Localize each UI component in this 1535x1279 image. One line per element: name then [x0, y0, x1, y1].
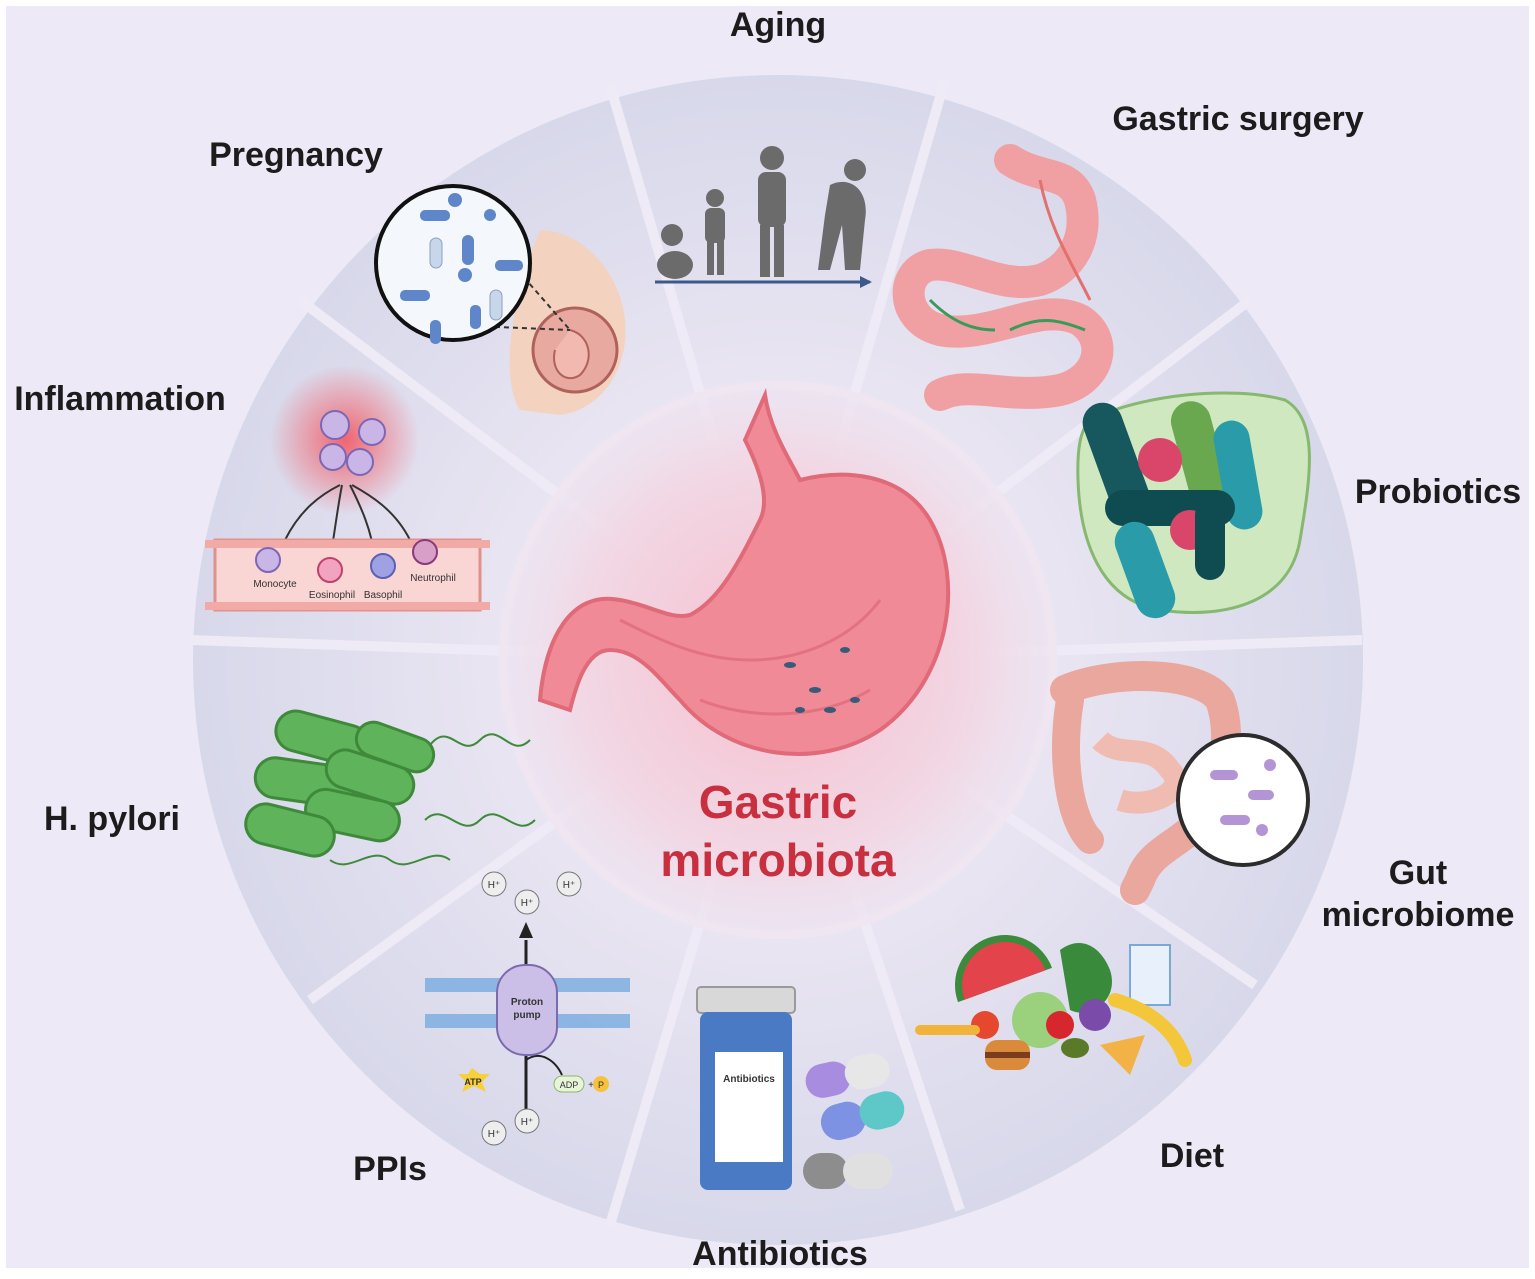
- h-ion-2: H⁺: [521, 898, 534, 909]
- label-gut-line2: microbiome: [1322, 896, 1515, 934]
- ppis-illustration: Proton pump H⁺ H⁺ H⁺ H⁺ H⁺ ATP ADP + P: [425, 871, 630, 1146]
- label-antibiotics: Antibiotics: [692, 1235, 868, 1273]
- h-ion-5: H⁺: [488, 1129, 501, 1140]
- h-ion-4: H⁺: [521, 1117, 534, 1128]
- antibiotics-illustration: Antibiotics: [696, 986, 905, 1190]
- atp-label: ATP: [464, 1077, 481, 1087]
- center-title-line1: Gastric: [699, 776, 858, 828]
- cell-basophil: Basophil: [364, 590, 402, 601]
- label-probiotics: Probiotics: [1355, 473, 1521, 511]
- gut-microbiome-illustration: [1050, 661, 1310, 905]
- label-ppis: PPIs: [353, 1150, 427, 1188]
- antibiotics-bottle-label: Antibiotics: [723, 1074, 775, 1085]
- label-inflammation: Inflammation: [14, 380, 226, 418]
- probiotics-illustration: [1076, 391, 1311, 619]
- cell-eosinophil: Eosinophil: [309, 590, 355, 601]
- label-h-pylori: H. pylori: [44, 800, 180, 838]
- label-gastric-surgery: Gastric surgery: [1112, 100, 1363, 138]
- proton-pump-line2: pump: [513, 1010, 540, 1021]
- inflammation-illustration: Monocyte Eosinophil Basophil Neutrophil: [205, 365, 490, 612]
- h-ion-3: H⁺: [563, 880, 576, 891]
- plus-label: +: [588, 1080, 594, 1091]
- h-ion-1: H⁺: [488, 880, 501, 891]
- center-title-line2: microbiota: [660, 834, 896, 886]
- phosphate-label: P: [598, 1080, 604, 1090]
- cell-monocyte: Monocyte: [253, 579, 297, 590]
- proton-pump-line1: Proton: [511, 997, 543, 1008]
- label-diet: Diet: [1160, 1137, 1224, 1175]
- pregnancy-illustration: [374, 184, 626, 415]
- label-pregnancy: Pregnancy: [209, 136, 383, 174]
- cell-neutrophil: Neutrophil: [410, 573, 456, 584]
- gastric-surgery-illustration: [892, 144, 1114, 411]
- stomach-illustration: [537, 387, 951, 756]
- h-pylori-illustration: [244, 709, 536, 866]
- label-aging: Aging: [730, 6, 826, 44]
- adp-label: ADP: [560, 1080, 579, 1090]
- aging-illustration: [657, 146, 866, 279]
- aging-arrow-head: [860, 276, 872, 288]
- label-gut-line1: Gut: [1389, 854, 1448, 892]
- diet-illustration: [915, 935, 1192, 1075]
